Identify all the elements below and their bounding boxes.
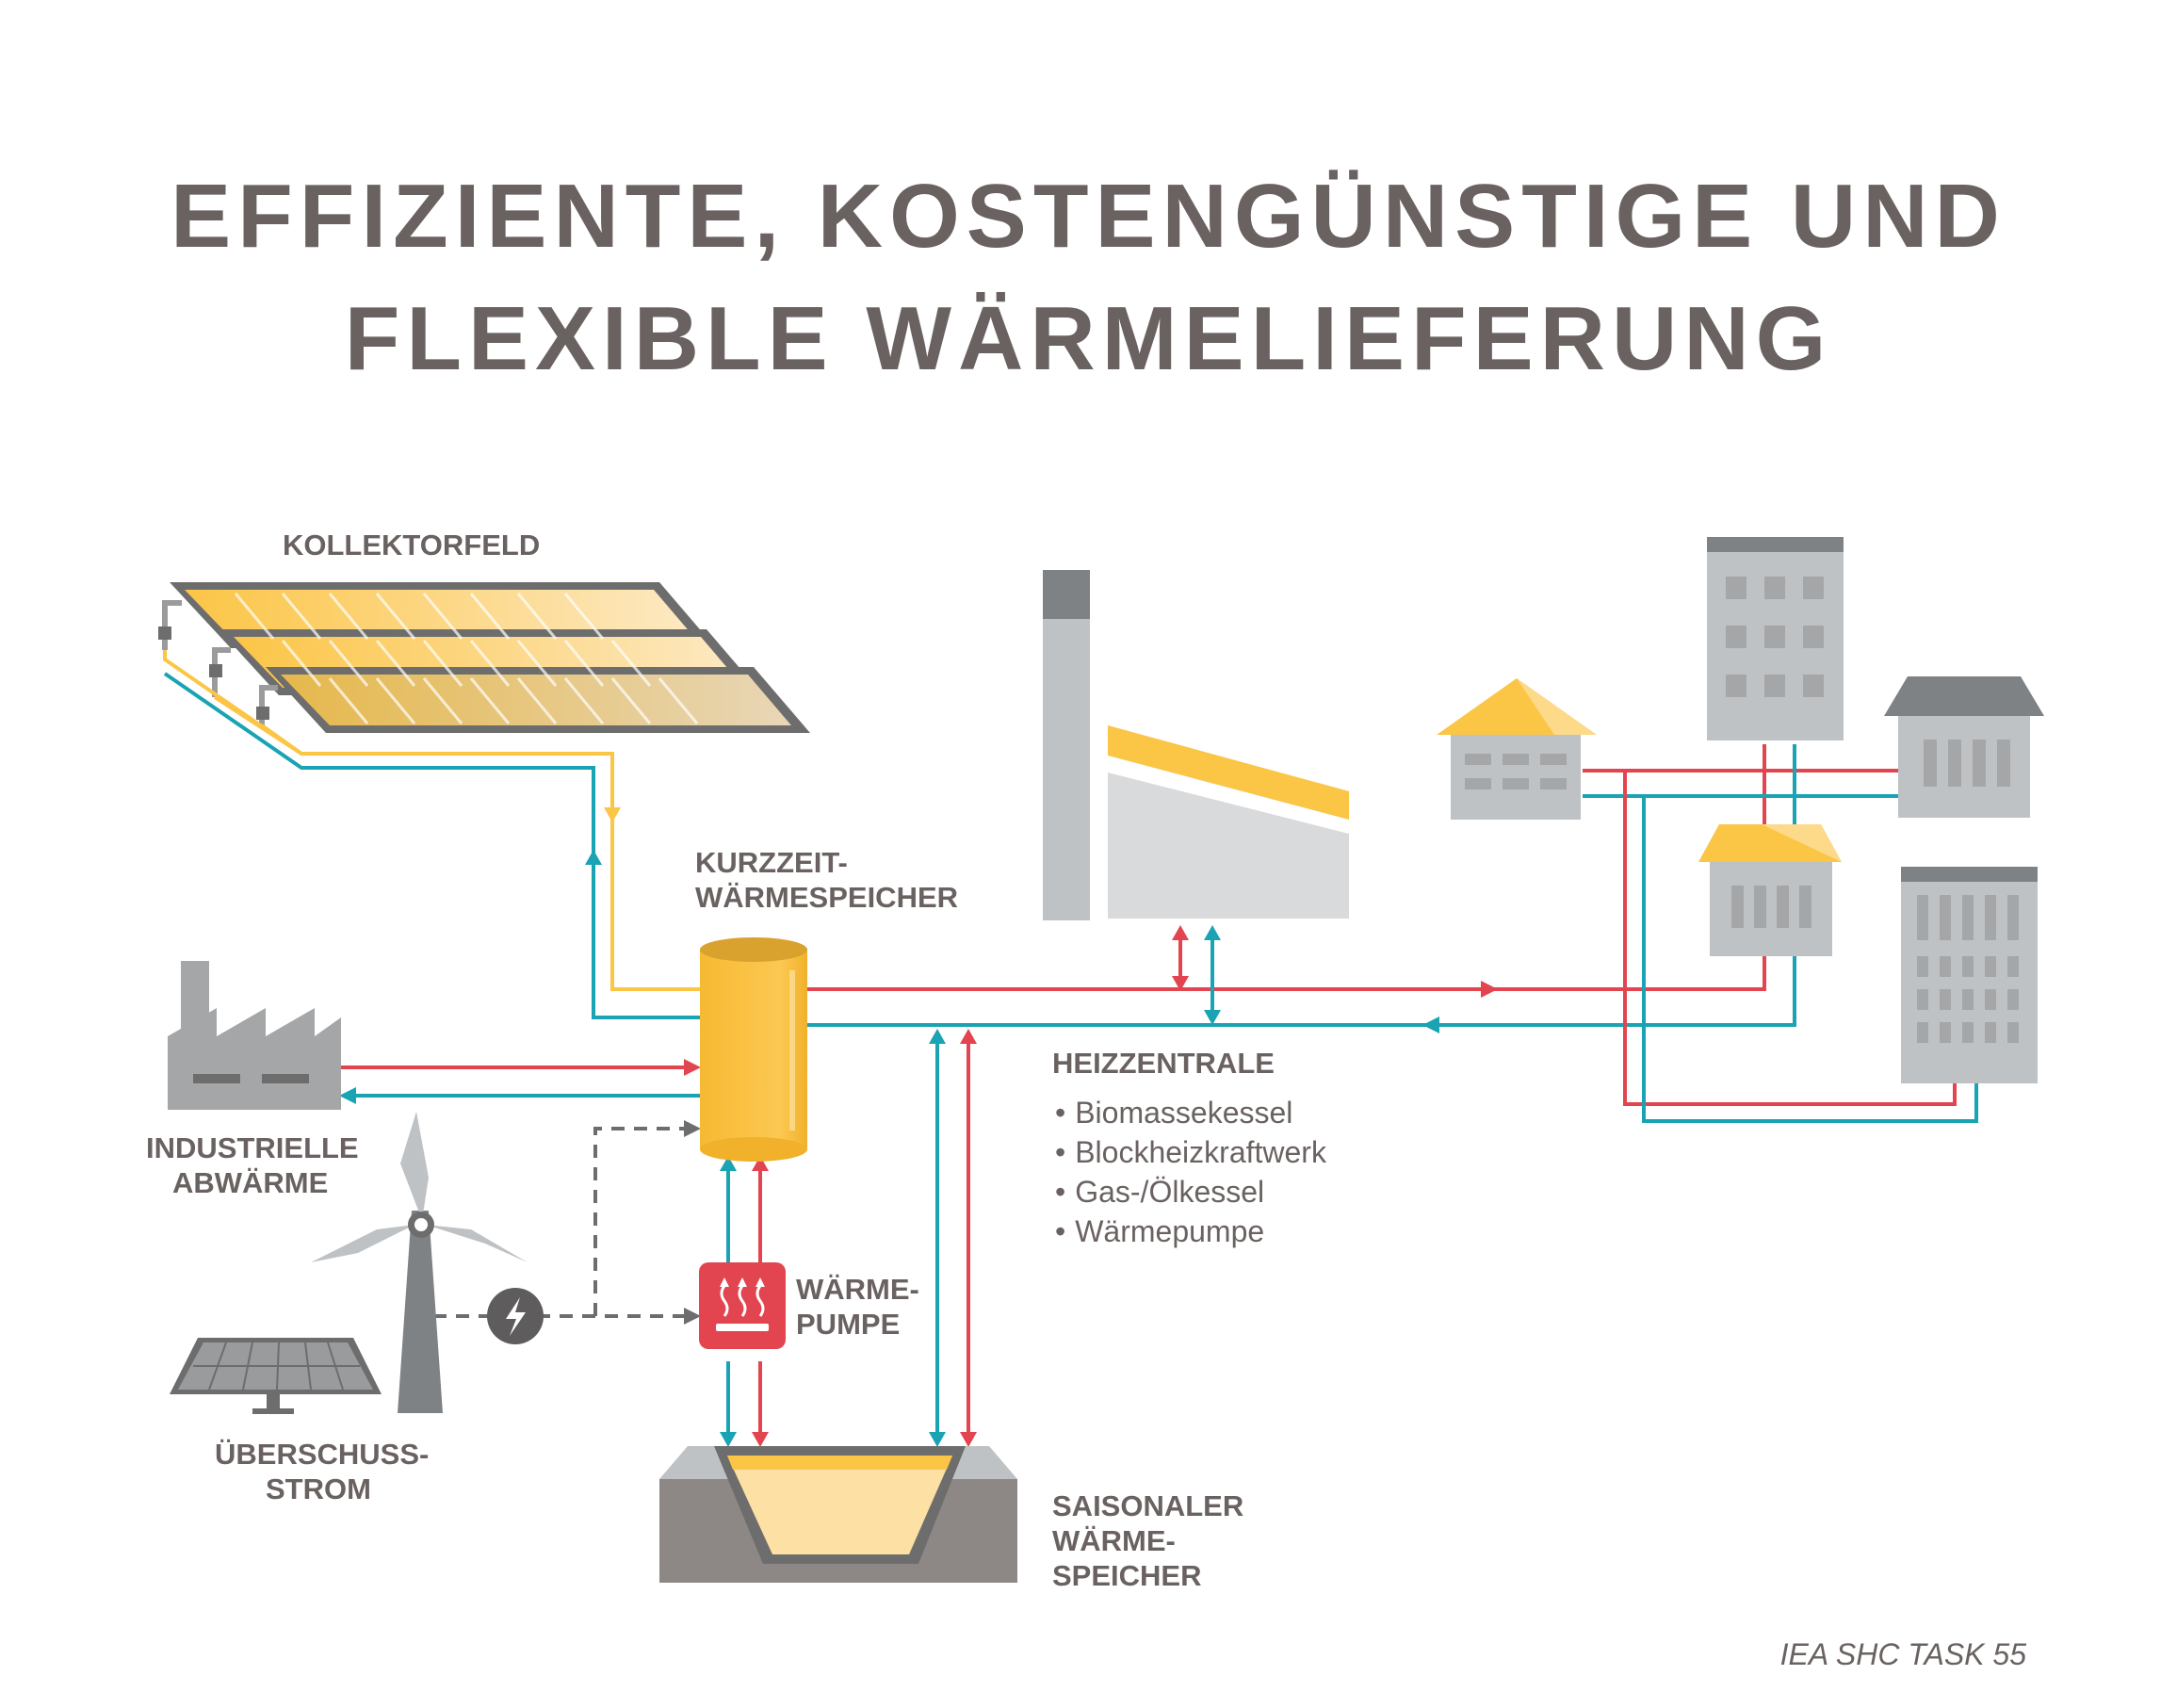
page-title-line-2: FLEXIBLE WÄRMELIEFERUNG — [344, 288, 1833, 389]
list-item: Gas-/Ölkessel — [1055, 1172, 1326, 1212]
list-item: Wärmepumpe — [1055, 1212, 1326, 1251]
collector-field-icon — [158, 582, 810, 733]
heat-pump-icon — [699, 1262, 786, 1349]
credit-text: IEA SHC TASK 55 — [1779, 1637, 2026, 1671]
office-building-icon — [1901, 867, 2038, 1083]
label-saisonal-line-1: SAISONALER — [1052, 1489, 1244, 1522]
solar-panel-icon — [170, 1338, 382, 1414]
apartment-tower-icon — [1707, 537, 1844, 740]
label-kurzzeit-line-1: KURZZEIT- — [695, 846, 848, 879]
label-waermepumpe-line-1: WÄRME- — [796, 1273, 919, 1306]
list-item: Biomassekessel — [1055, 1093, 1326, 1132]
label-saisonal-line-3: SPEICHER — [1052, 1559, 1202, 1592]
label-saisonal-line-2: WÄRME- — [1052, 1524, 1176, 1557]
label-industrie-line-1: INDUSTRIELLE — [146, 1131, 359, 1164]
heat-central-building-icon — [1043, 570, 1349, 920]
house-middle-icon — [1698, 824, 1842, 956]
label-heizzentrale: HEIZZENTRALE — [1052, 1047, 1275, 1080]
seasonal-storage-pit-icon — [659, 1446, 1017, 1583]
label-kurzzeit-line-2: WÄRMESPEICHER — [695, 881, 959, 914]
house-left-icon — [1437, 678, 1597, 820]
label-ueberschuss-line-1: ÜBERSCHUSS- — [215, 1438, 430, 1471]
page-title-line-1: EFFIZIENTE, KOSTENGÜNSTIGE UND — [171, 166, 2006, 267]
label-industrie-line-2: ABWÄRME — [172, 1166, 329, 1199]
short-term-storage-tank-icon — [700, 937, 807, 1162]
label-ueberschuss-line-2: STROM — [266, 1472, 371, 1505]
label-waermepumpe-line-2: PUMPE — [796, 1308, 901, 1341]
wind-turbine-icon — [311, 1112, 528, 1413]
electricity-icon — [487, 1288, 544, 1344]
label-kollektorfeld: KOLLEKTORFELD — [283, 529, 541, 561]
factory-icon — [168, 961, 341, 1110]
house-right-icon — [1884, 676, 2044, 818]
heizzentrale-list: Biomassekessel Blockheizkraftwerk Gas-/Ö… — [1055, 1093, 1326, 1251]
list-item: Blockheizkraftwerk — [1055, 1132, 1326, 1172]
